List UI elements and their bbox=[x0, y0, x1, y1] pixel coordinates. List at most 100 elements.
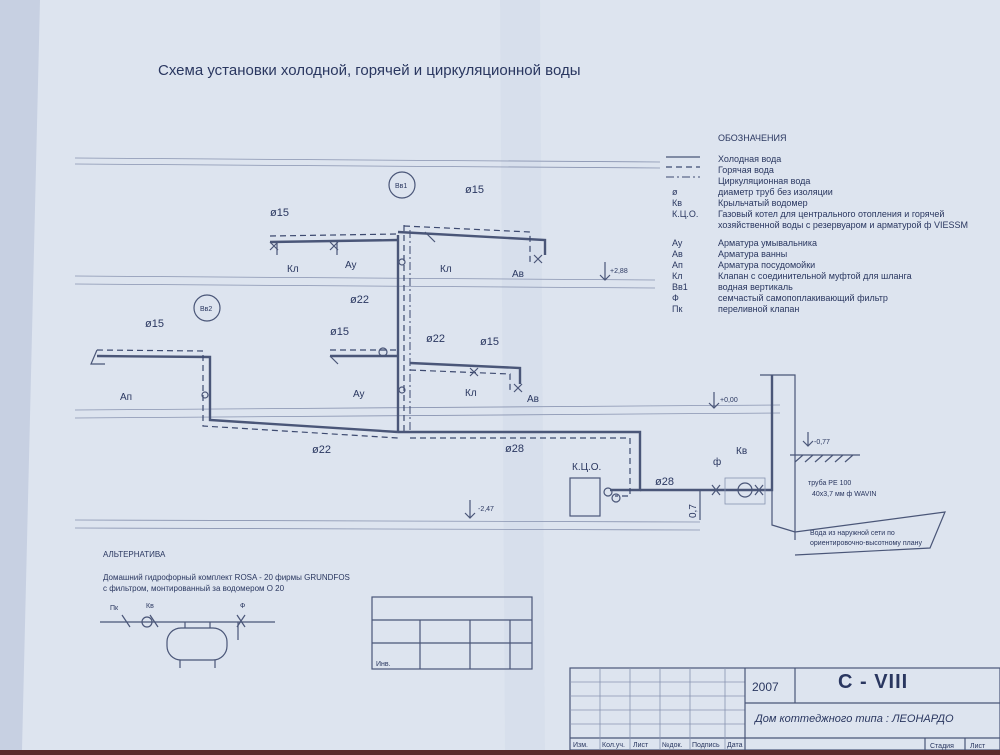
level-markers: +2,88 +0,00 -2,47 -0,77 bbox=[464, 262, 830, 519]
stamp-year: 2007 bbox=[752, 680, 779, 694]
alternative-f: Ф bbox=[240, 603, 245, 610]
hydrophore-tank bbox=[166, 627, 228, 661]
inv-label: Инв. bbox=[376, 661, 391, 668]
label-av-upper: Ав bbox=[512, 269, 524, 280]
valve-icon bbox=[469, 367, 479, 377]
legend-item-text: Холодная вода bbox=[718, 154, 781, 164]
legend-item-text: Арматура умывальника bbox=[718, 238, 817, 248]
level-zero: +0,00 bbox=[720, 397, 738, 404]
label-kl-upper-right: Кл bbox=[440, 264, 452, 275]
meter-icon bbox=[737, 482, 753, 498]
legend-symbol: ø bbox=[672, 187, 678, 197]
valve-icon bbox=[533, 254, 543, 264]
riser-vv1-label: Вв1 bbox=[395, 183, 407, 190]
stamp-column-header: Дата bbox=[727, 742, 743, 749]
alternative-line2: с фильтром, монтированный за водомером О… bbox=[103, 584, 285, 593]
filter-label: ф bbox=[713, 456, 721, 468]
legend-symbol: Кв bbox=[672, 198, 682, 208]
legend-item-text: Газовый котел для центрального отопления… bbox=[718, 209, 944, 219]
label-av-middle: Ав bbox=[527, 394, 539, 405]
filter-icon bbox=[711, 484, 721, 496]
label-au-upper: Ау bbox=[345, 260, 357, 271]
stamp-stage: Стадия bbox=[930, 743, 954, 750]
paper-fold-left bbox=[0, 0, 40, 750]
legend-symbol: К.Ц.О. bbox=[672, 209, 698, 219]
stamp-column-header: Подпись bbox=[692, 742, 720, 749]
stamp-column-header: Лист bbox=[633, 742, 649, 749]
label-ap: Ап bbox=[120, 392, 132, 403]
stamp-column-header: Кол.уч. bbox=[602, 742, 625, 749]
level-upper: +2,88 bbox=[610, 268, 628, 275]
dia-22-c: ø22 bbox=[312, 444, 331, 456]
paper-fold-center bbox=[500, 0, 545, 750]
info-table: Инв. bbox=[371, 596, 533, 670]
label-au-middle: Ау bbox=[353, 389, 365, 400]
legend-item-text: Арматура посудомойки bbox=[718, 260, 815, 270]
dia-28-b: ø28 bbox=[655, 476, 674, 488]
dia-15-e: ø15 bbox=[480, 336, 499, 348]
legend-symbol: Ав bbox=[672, 249, 683, 259]
dia-28-a: ø28 bbox=[505, 443, 524, 455]
diameter-labels: ø15 ø15 ø22 ø15 ø15 ø22 ø15 ø22 ø28 ø28 bbox=[145, 184, 674, 488]
floor-lines bbox=[74, 157, 781, 531]
valve-icon bbox=[378, 347, 388, 357]
ground-hatch bbox=[790, 454, 860, 463]
stamp-project: Дом коттеджного типа : ЛЕОНАРДО bbox=[753, 713, 954, 725]
pipe-network bbox=[96, 225, 946, 556]
pipe-note-2: 40x3,7 мм ф WAVIN bbox=[812, 491, 876, 498]
label-kl-upper: Кл bbox=[287, 264, 299, 275]
dia-22-a: ø22 bbox=[350, 294, 369, 306]
meter-label: Кв bbox=[736, 446, 747, 457]
inlet-note-1: Вода из наружной сети по bbox=[810, 529, 895, 537]
legend-item-text: Крыльчатый водомер bbox=[718, 198, 808, 208]
meter-housing bbox=[724, 477, 766, 505]
legend-item-text: диаметр труб без изоляции bbox=[718, 187, 833, 197]
stamp-column-header: Изм. bbox=[573, 742, 588, 749]
alternative-block: АЛЬТЕРНАТИВА Домашний гидрофорный компле… bbox=[100, 550, 350, 668]
valve-icon bbox=[329, 355, 339, 365]
valve-icon bbox=[329, 241, 339, 251]
valve-icon bbox=[269, 241, 279, 251]
valve-icon bbox=[90, 349, 105, 365]
boiler-box bbox=[569, 477, 601, 517]
riser-vv1-circle bbox=[388, 171, 416, 199]
stamp-sheet: Лист bbox=[970, 743, 986, 750]
legend-symbol: Ф bbox=[672, 293, 679, 303]
valve-icon bbox=[424, 231, 436, 243]
dim-vertical: 0,7 bbox=[688, 504, 699, 518]
level-lower: -2,47 bbox=[478, 506, 494, 513]
legend-symbol: Пк bbox=[672, 304, 682, 314]
boiler-label: К.Ц.О. bbox=[572, 462, 601, 473]
alternative-line1: Домашний гидрофорный комплект ROSA - 20 … bbox=[103, 573, 350, 582]
title-block: 2007 С - VIII Дом коттеджного типа : ЛЕО… bbox=[569, 667, 1000, 751]
dia-15-a: ø15 bbox=[270, 207, 289, 219]
valve-icon bbox=[754, 484, 764, 496]
legend-item-text: Клапан с соединительной муфтой для шланг… bbox=[718, 271, 912, 281]
label-kl-middle: Кл bbox=[465, 388, 477, 399]
legend-symbol: Ау bbox=[672, 238, 683, 248]
alternative-kv: Кв bbox=[146, 603, 154, 610]
valve-icon bbox=[513, 383, 523, 393]
legend-item-text: Горячая вода bbox=[718, 165, 774, 175]
legend-item-text: хозяйственной воды с резервуаром и армат… bbox=[718, 220, 968, 230]
inlet-note-2: ориентировочно-высотному плану bbox=[810, 540, 922, 547]
dia-22-b: ø22 bbox=[426, 333, 445, 345]
dia-15-b: ø15 bbox=[465, 184, 484, 196]
legend-item-text: Арматура ванны bbox=[718, 249, 787, 259]
alternative-heading: АЛЬТЕРНАТИВА bbox=[103, 550, 166, 559]
legend-item-text: Циркуляционная вода bbox=[718, 176, 810, 186]
dia-15-d: ø15 bbox=[330, 326, 349, 338]
dia-15-c: ø15 bbox=[145, 318, 164, 330]
legend-heading: ОБОЗНАЧЕНИЯ bbox=[718, 133, 787, 143]
legend-symbol: Ап bbox=[672, 260, 683, 270]
legend-item-text: семчастый самопоплакивающий фильтр bbox=[718, 293, 888, 303]
riser-vv2-circle bbox=[193, 294, 221, 322]
stamp-column-header: №док. bbox=[662, 742, 683, 749]
legend-item-text: переливной клапан bbox=[718, 304, 799, 314]
fixtures bbox=[90, 231, 543, 399]
page-title: Схема установки холодной, горячей и цирк… bbox=[158, 62, 581, 79]
